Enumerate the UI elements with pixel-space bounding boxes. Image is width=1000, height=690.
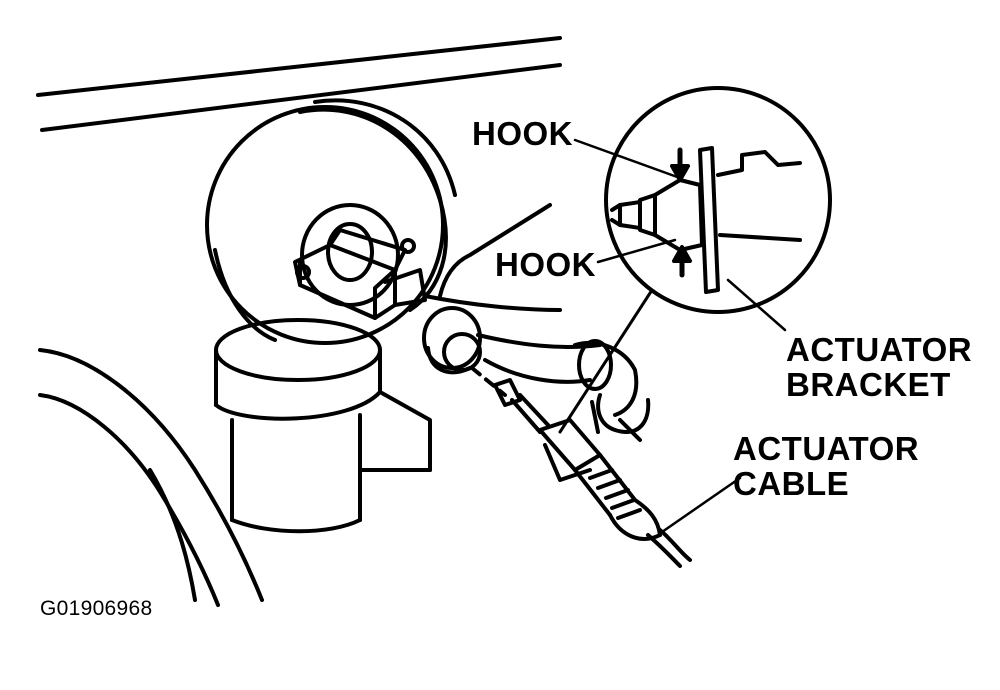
hose-fitting (573, 339, 651, 442)
actuator-cable-label: ACTUATOR CABLE (733, 430, 920, 502)
actuator-bracket-label-line1: ACTUATOR (786, 331, 973, 368)
actuator-cable-label-line1: ACTUATOR (733, 430, 920, 467)
callout-leaders (573, 138, 787, 534)
hook-label-upper: HOOK (472, 115, 573, 152)
cable-attachment-path (470, 366, 550, 434)
brake-booster (205, 98, 457, 345)
actuator-bracket-label-line2: BRACKET (786, 365, 951, 403)
actuator-cable-label-line2: CABLE (733, 464, 850, 502)
detail-leader-line (558, 288, 654, 434)
master-cylinder (214, 318, 432, 534)
hook-label-lower: HOOK (495, 246, 596, 283)
detail-view (604, 86, 832, 314)
throttle-drum (422, 203, 602, 384)
body-panel-lines (36, 36, 562, 607)
actuator-bracket-label: ACTUATOR BRACKET (786, 331, 973, 403)
actuator-cable-housing (538, 418, 692, 568)
actuator-bracket-part (293, 228, 427, 320)
figure-id: G01906968 (40, 597, 153, 620)
